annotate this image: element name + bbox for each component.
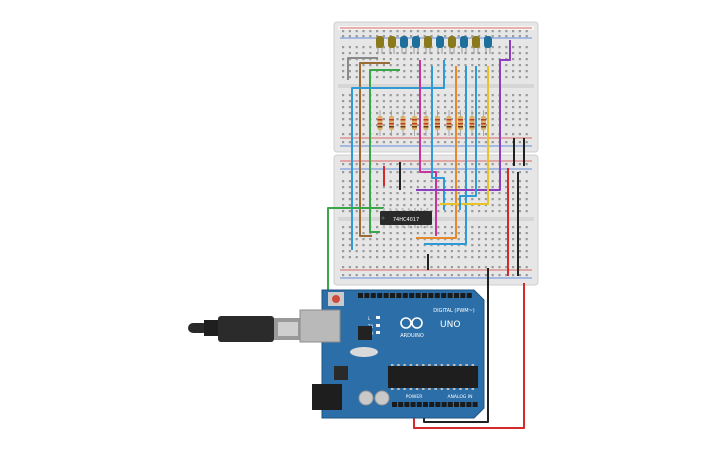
resistor[interactable] xyxy=(412,110,417,136)
resistor[interactable] xyxy=(481,110,486,136)
led-row[interactable] xyxy=(376,36,492,54)
led[interactable] xyxy=(376,36,384,54)
wire-blue-led[interactable] xyxy=(351,60,445,250)
wire-gray[interactable] xyxy=(347,57,378,80)
arduino-uno-board[interactable]: DIGITAL (PWM~) ARDUINO UNO L TX RX POWER… xyxy=(299,289,485,419)
wire-yellow[interactable] xyxy=(440,66,489,205)
wires[interactable] xyxy=(327,40,525,429)
power-header[interactable] xyxy=(392,402,478,407)
resistor[interactable] xyxy=(423,110,429,136)
led[interactable] xyxy=(472,36,480,54)
led[interactable] xyxy=(400,36,408,54)
arduino-logo: ARDUINO xyxy=(400,317,424,339)
wire-blue-3[interactable] xyxy=(424,66,467,245)
wire-orange[interactable] xyxy=(416,66,457,239)
usb-chip xyxy=(358,326,372,340)
led[interactable] xyxy=(448,36,456,54)
capacitor xyxy=(358,390,374,406)
usb-port xyxy=(299,309,341,343)
ic-label: 74HC4017 xyxy=(393,217,419,223)
led-l-indicator xyxy=(376,316,380,319)
ic-pins xyxy=(383,208,429,228)
digital-label: DIGITAL (PWM~) xyxy=(433,308,475,314)
led[interactable] xyxy=(388,36,396,54)
power-label: POWER xyxy=(406,394,423,400)
atmega-pins xyxy=(391,364,475,390)
usb-cable[interactable] xyxy=(188,316,302,342)
l-led-label: L xyxy=(368,316,371,321)
resistor[interactable] xyxy=(389,110,394,136)
led[interactable] xyxy=(412,36,420,54)
wire-blue-4[interactable] xyxy=(459,66,477,210)
led-tx-indicator xyxy=(376,324,380,327)
reset-button[interactable] xyxy=(332,295,340,303)
resistor[interactable] xyxy=(400,110,406,136)
voltage-regulator xyxy=(334,366,348,380)
atmega-chip xyxy=(388,366,478,388)
breadboard-holes xyxy=(342,163,528,277)
resistor[interactable] xyxy=(377,110,383,136)
center-channel xyxy=(338,84,534,88)
analog-label: ANALOG IN xyxy=(447,394,472,400)
wire-green-led[interactable] xyxy=(369,69,400,233)
resistor[interactable] xyxy=(435,110,440,136)
resistor[interactable] xyxy=(446,110,452,136)
led[interactable] xyxy=(424,36,432,54)
digital-header[interactable] xyxy=(358,293,472,298)
led[interactable] xyxy=(460,36,468,54)
led[interactable] xyxy=(484,36,492,54)
resistor[interactable] xyxy=(469,110,475,136)
crystal xyxy=(350,347,378,357)
capacitor xyxy=(374,390,390,406)
wire-purple[interactable] xyxy=(416,40,511,191)
wire-brown[interactable] xyxy=(359,62,390,237)
led-rx-indicator xyxy=(376,331,380,334)
model-label: UNO xyxy=(440,320,460,330)
wire-blue-2[interactable] xyxy=(431,66,445,210)
power-jack xyxy=(312,384,342,410)
wire-magenta[interactable] xyxy=(419,60,437,236)
ic-74hc4017[interactable]: 74HC4017 xyxy=(380,208,432,228)
resistor[interactable] xyxy=(458,110,463,136)
brand-label: ARDUINO xyxy=(400,333,424,339)
resistor-row[interactable] xyxy=(377,110,487,136)
led[interactable] xyxy=(436,36,444,54)
